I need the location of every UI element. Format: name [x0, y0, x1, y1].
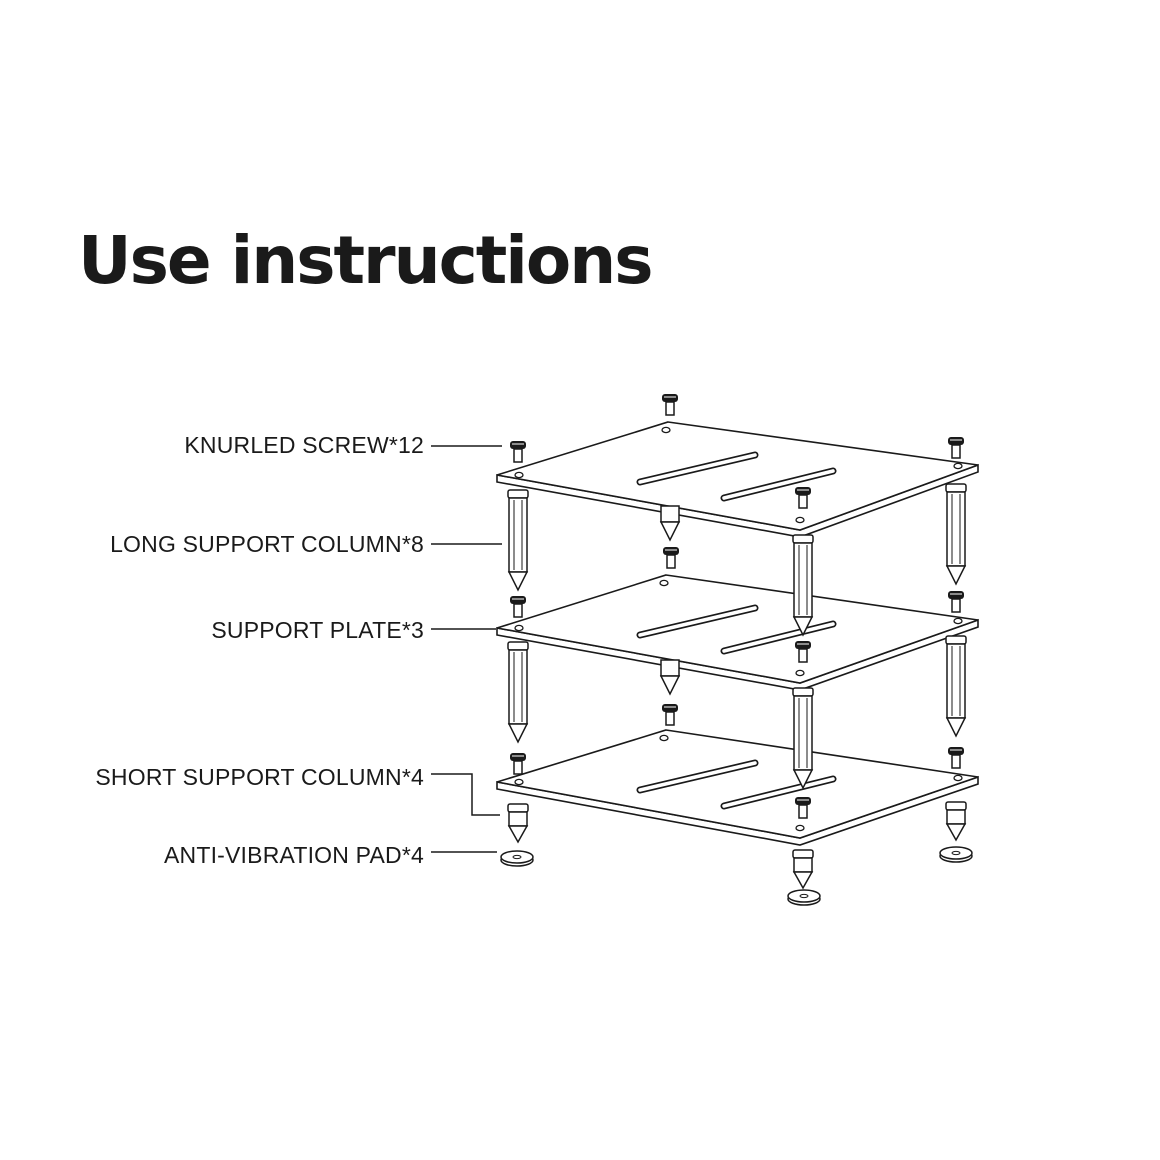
short-support-column-1	[507, 803, 529, 843]
anti-vibration-pad-1	[500, 850, 534, 867]
support-plate-bottom	[496, 729, 979, 846]
knurled-screw-1	[661, 393, 679, 416]
knurled-screw-7	[947, 590, 965, 613]
long-support-column-6	[792, 687, 814, 789]
support-plate-top	[496, 421, 979, 538]
leader-short-support-column	[431, 773, 500, 816]
label-long-support-column: LONG SUPPORT COLUMN*8	[110, 531, 424, 557]
anti-vibration-pad-2	[939, 846, 973, 863]
knurled-screw-6	[509, 595, 527, 618]
long-support-column-3	[792, 534, 814, 636]
short-support-column-3	[792, 849, 814, 889]
rear-column-tip-1	[659, 505, 681, 542]
long-support-column-1	[507, 489, 529, 591]
long-support-column-2	[945, 483, 967, 585]
page-title: Use instructions	[78, 222, 654, 299]
label-short-support-column: SHORT SUPPORT COLUMN*4	[95, 764, 424, 790]
long-support-column-5	[945, 635, 967, 737]
long-support-column-4	[507, 641, 529, 743]
label-support-plate: SUPPORT PLATE*3	[211, 617, 424, 643]
knurled-screw-9	[661, 703, 679, 726]
label-knurled-screw: KNURLED SCREW*12	[184, 432, 424, 458]
knurled-screw-5	[662, 546, 680, 569]
label-anti-vibration-pad: ANTI-VIBRATION PAD*4	[163, 842, 424, 868]
knurled-screw-11	[947, 746, 965, 769]
rear-column-tip-2	[659, 659, 681, 696]
support-plate-middle	[496, 574, 979, 691]
knurled-screw-10	[509, 752, 527, 775]
knurled-screw-2	[509, 440, 527, 463]
anti-vibration-pad-3	[787, 889, 821, 906]
short-support-column-2	[945, 801, 967, 841]
knurled-screw-3	[947, 436, 965, 459]
